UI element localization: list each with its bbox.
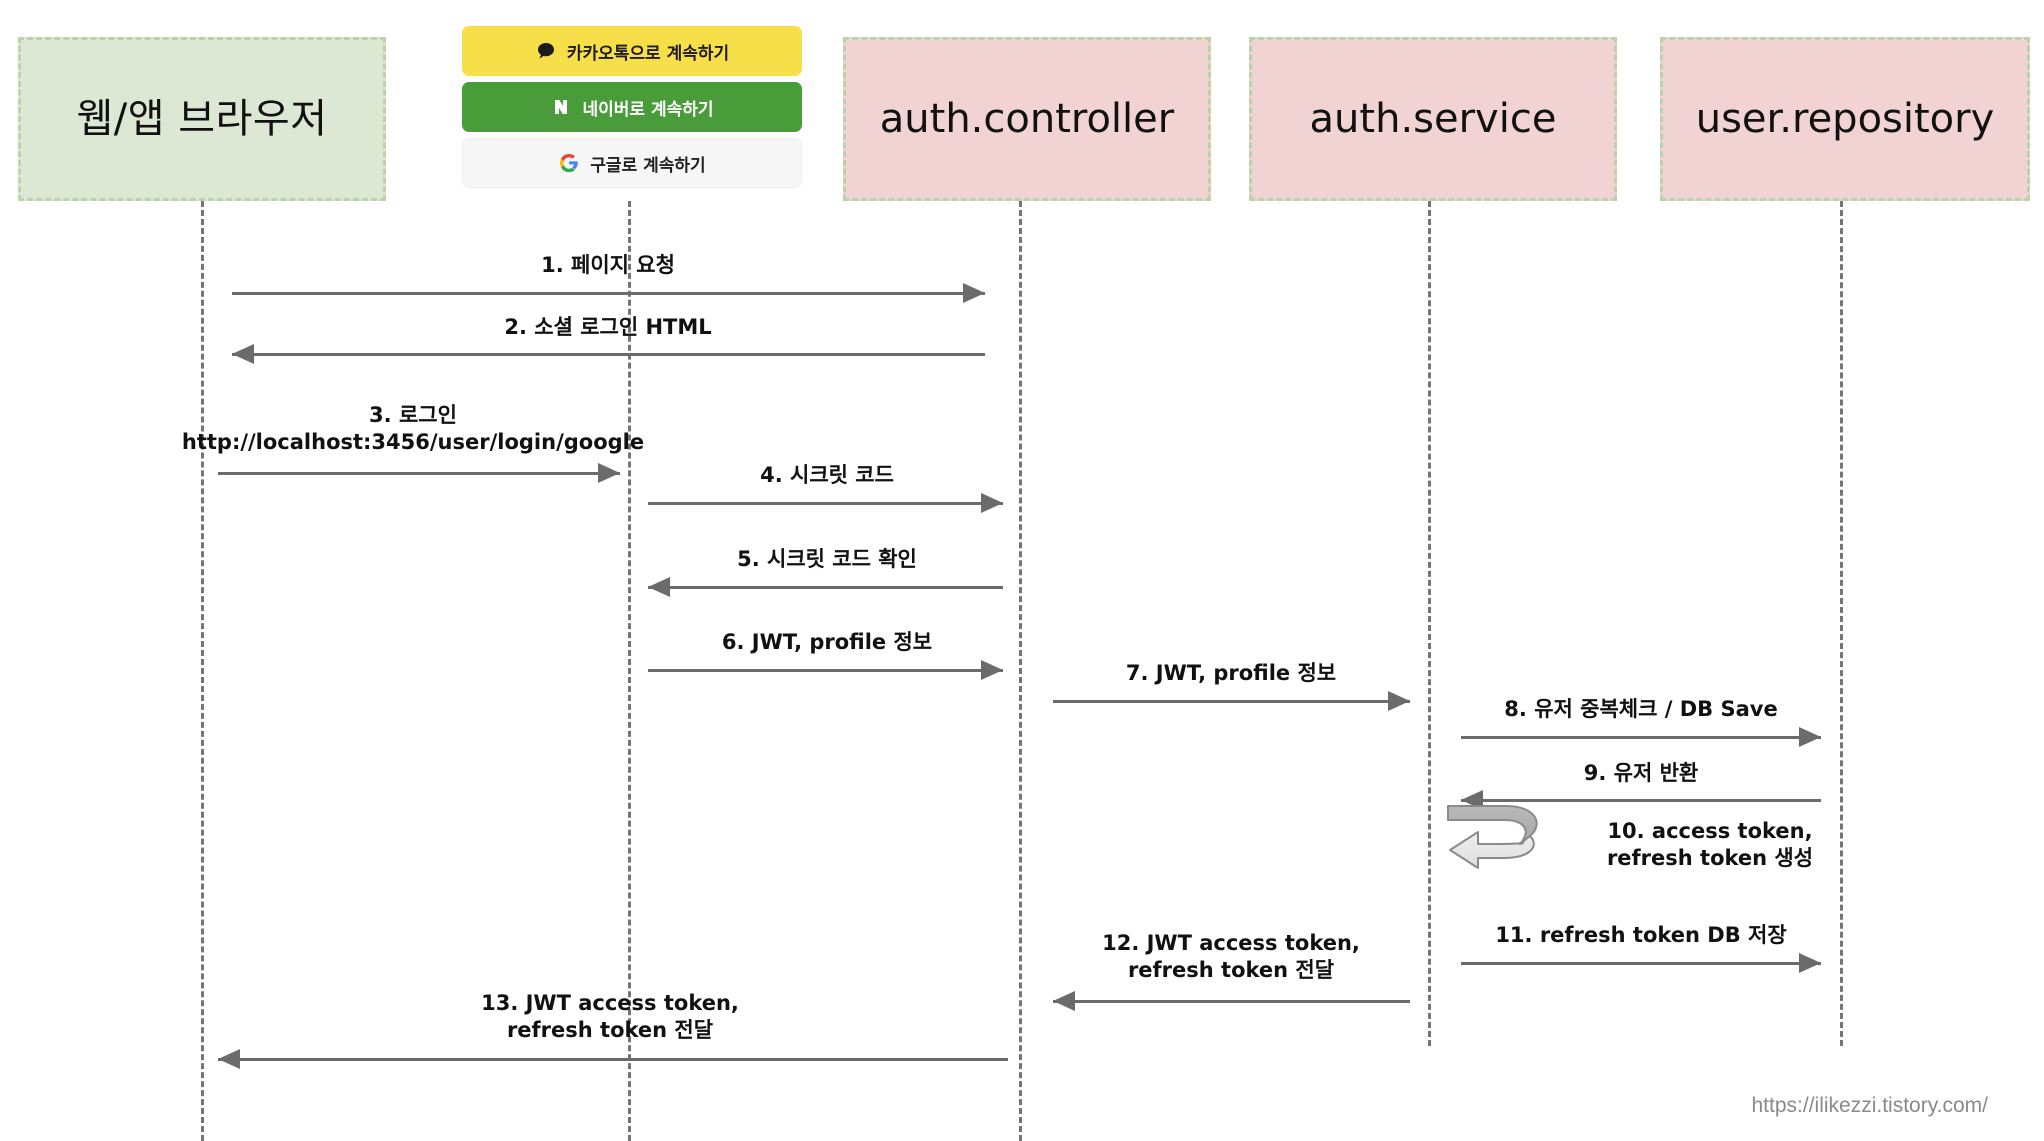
message-label-4: 4. 시크릿 코드 [760,463,894,487]
participant-browser-label: 웹/앱 브라우저 [76,96,328,142]
participant-browser: 웹/앱 브라우저 [18,37,386,201]
message-label-5: 5. 시크릿 코드 확인 [737,547,917,571]
message-label-7: 7. JWT, profile 정보 [1125,661,1337,685]
participant-auth-controller-label: auth.controller [879,96,1175,142]
naver-login-label: 네이버로 계속하기 [582,99,714,120]
message-label-13: 13. JWT access token, refresh token 전달 [481,991,739,1042]
message-label-10: 10. access token, refresh token 생성 [1606,819,1814,870]
message-label-12: 12. JWT access token, refresh token 전달 [1102,931,1360,982]
message-label-3: 3. 로그인 http://localhost:3456/user/login/… [181,403,645,454]
lifeline-user-repository [1840,201,1843,1046]
message-label-1: 1. 페이지 요청 [541,253,675,277]
google-g-icon [558,152,580,174]
kakao-login-button[interactable]: 카카오톡으로 계속하기 [462,26,802,76]
participant-auth-service: auth.service [1249,37,1617,201]
participant-user-repository-label: user.repository [1695,96,1995,142]
participant-user-repository: user.repository [1660,37,2030,201]
lifeline-auth-service [1428,201,1431,1046]
google-login-label: 구글로 계속하기 [590,155,706,176]
naver-login-button[interactable]: 네이버로 계속하기 [462,82,802,132]
lifeline-browser [201,201,204,1141]
message-label-11: 11. refresh token DB 저장 [1495,923,1787,947]
naver-n-icon [550,96,572,118]
social-login-button-group: 카카오톡으로 계속하기 네이버로 계속하기 구글로 계속하기 [462,26,802,188]
kakao-speech-bubble-icon [535,40,557,62]
message-label-6: 6. JWT, profile 정보 [721,630,933,654]
kakao-login-label: 카카오톡으로 계속하기 [566,43,730,64]
participant-auth-service-label: auth.service [1309,96,1557,142]
google-login-button[interactable]: 구글로 계속하기 [462,138,802,188]
lifeline-auth-controller [1019,201,1022,1141]
message-label-2: 2. 소셜 로그인 HTML [504,315,712,339]
message-selfloop-10 [1444,800,1574,880]
participant-auth-controller: auth.controller [843,37,1211,201]
watermark-url: https://ilikezzi.tistory.com/ [1751,1094,1989,1117]
message-label-9: 9. 유저 반환 [1583,761,1699,785]
message-label-8: 8. 유저 중복체크 / DB Save [1504,697,1778,721]
lifeline-social [628,201,631,1141]
